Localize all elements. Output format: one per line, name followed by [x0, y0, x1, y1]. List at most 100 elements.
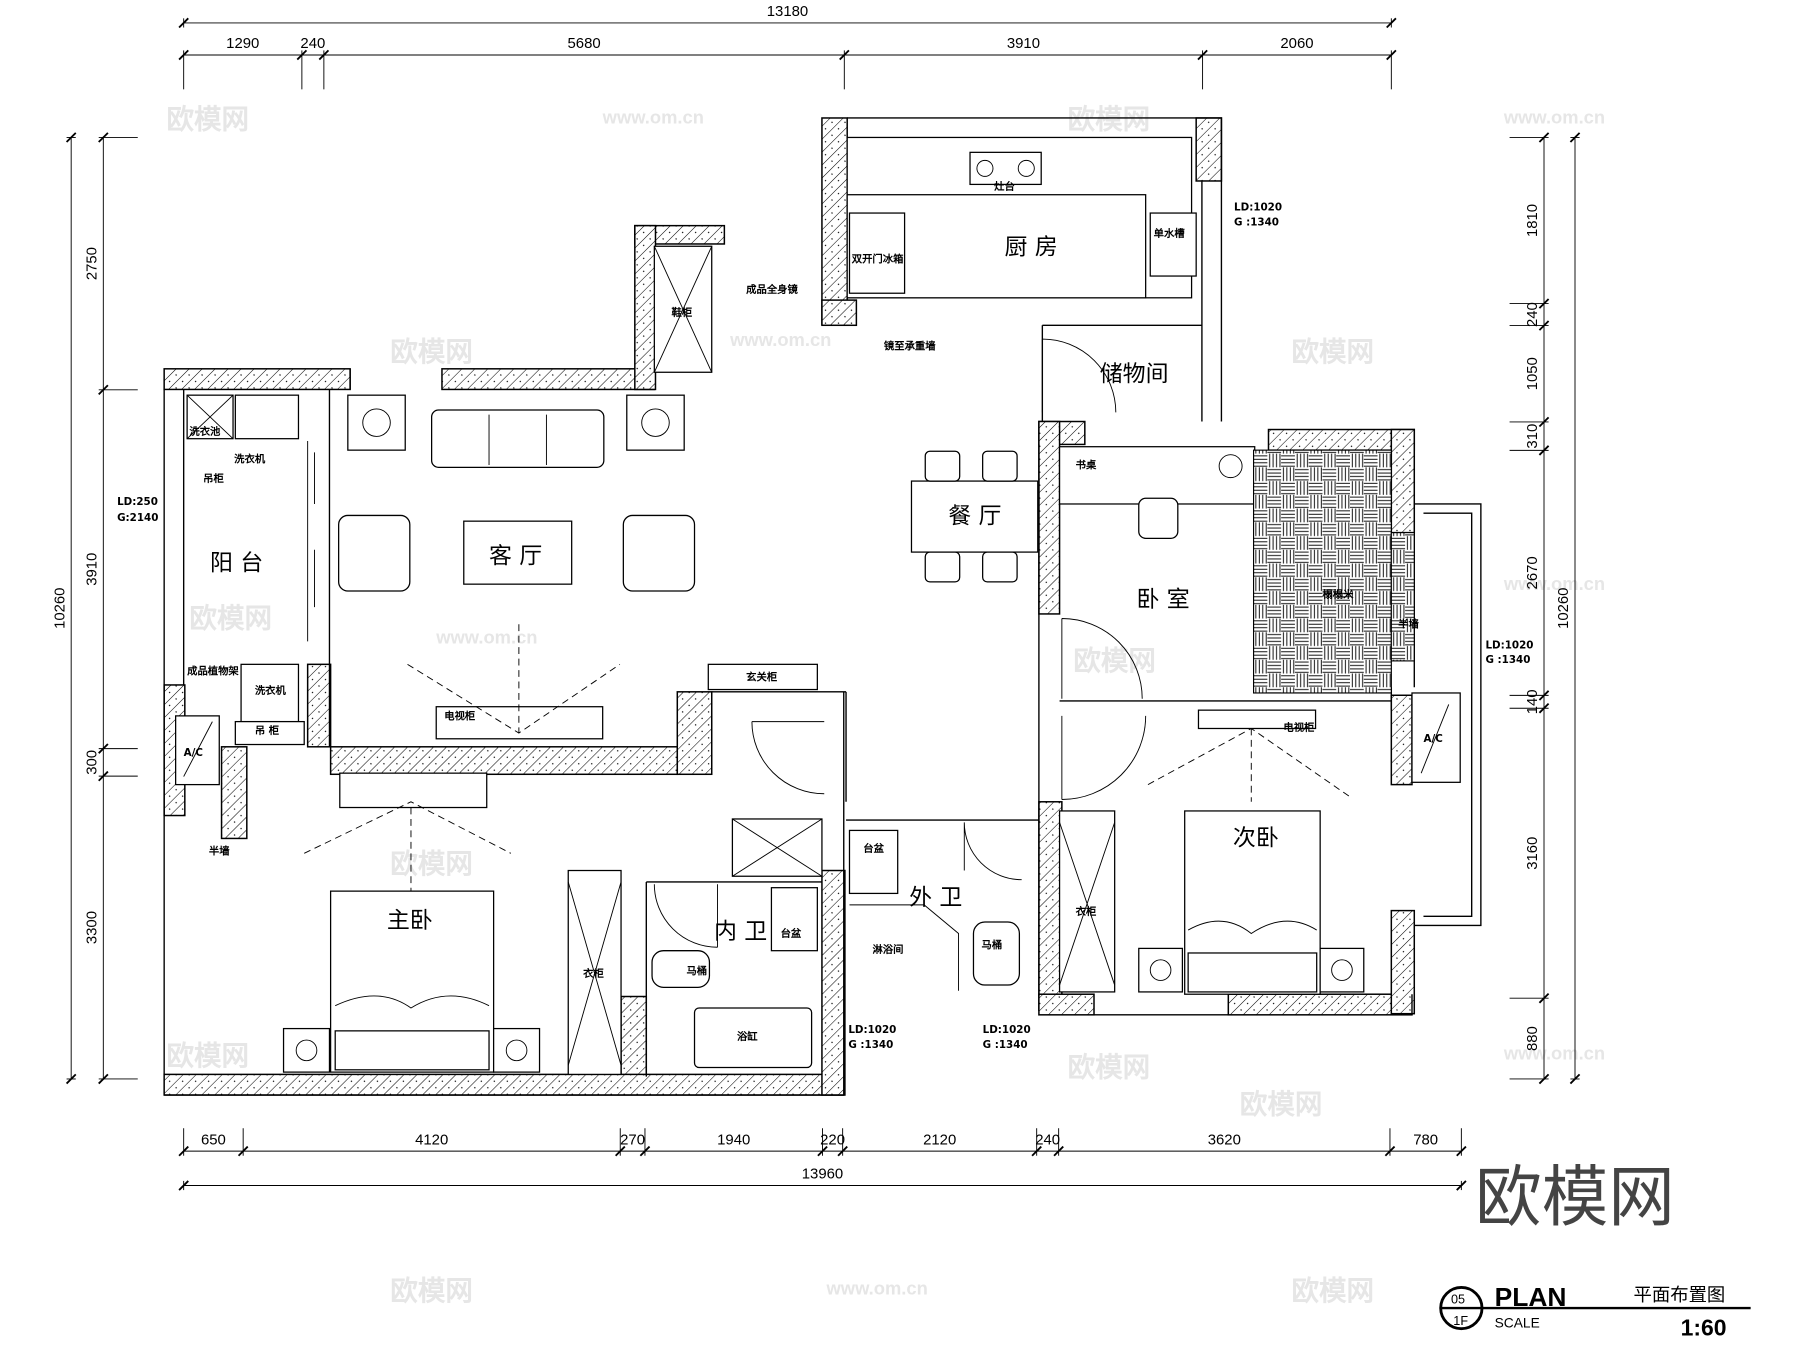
note-ld: LD:250	[117, 496, 158, 508]
label-basin: 台盆	[863, 842, 884, 855]
watermark-brand: 欧模网	[390, 1275, 473, 1307]
dim-left-total-label: 10260	[52, 588, 68, 629]
dim-left-tick-mark	[98, 743, 109, 754]
dim-top-tick-mark	[178, 49, 189, 61]
label-basin: 台盆	[781, 927, 802, 940]
watermark-brand: 欧模网	[1073, 645, 1156, 677]
dim-top-tick-mark	[1386, 49, 1397, 61]
stove-icon	[969, 151, 1042, 186]
watermark-brand: 欧模网	[1291, 1275, 1374, 1307]
dim-right-tick-mark	[1538, 992, 1550, 1004]
brand-logo: 欧模网	[1475, 1158, 1675, 1236]
label-sink: 单水槽	[1154, 227, 1186, 240]
label-washer: 洗衣机	[234, 453, 266, 466]
dim-top-label: 2060	[1280, 36, 1313, 52]
desk	[1058, 446, 1256, 505]
note-g: G :1340	[1485, 654, 1530, 666]
label-hanging-cabinet: 吊柜	[203, 472, 224, 485]
dim-bottom-total-label: 13960	[802, 1167, 843, 1183]
dim-left-tick-mark	[98, 770, 109, 782]
dim-bottom-tick-mark	[178, 1145, 189, 1157]
toilet	[651, 950, 711, 988]
dim-bottom-label: 3620	[1208, 1132, 1241, 1148]
label-shower: 淋浴间	[872, 943, 903, 956]
watermark-brand: 欧模网	[390, 336, 473, 368]
dim-left-label: 300	[84, 750, 100, 775]
dim-bottom-total-tick-mark	[178, 1180, 189, 1191]
dim-right-tick-mark	[1538, 416, 1550, 428]
master-bedroom-furniture	[282, 772, 622, 1076]
sheet-number: 05	[1451, 1292, 1465, 1306]
ac-unit	[1411, 692, 1461, 783]
watermark-url: www.om.cn	[1503, 1043, 1605, 1064]
wardrobe	[1058, 810, 1116, 993]
dim-right-tick-mark	[1538, 132, 1550, 143]
label-toilet: 马桶	[982, 938, 1003, 951]
fixture-labels: 灶台 单水槽 双开门冰箱 成品全身镜 镜至承重墙 鞋柜 洗衣池 洗衣机 吊柜 成…	[184, 180, 1443, 1043]
label-hanging-cabinet: 吊 柜	[255, 724, 280, 737]
room-master-bedroom: 主卧	[387, 908, 433, 934]
label-mirror-wall: 镜至承重墙	[884, 339, 936, 352]
door-height-notes: LD:1020 G :1340 LD:250 G:2140 LD:1020 G …	[117, 202, 1533, 1051]
dim-left-total-tick-mark	[65, 1073, 77, 1085]
room-bathroom: 外 卫	[909, 885, 962, 911]
watermark-brand: 欧模网	[1240, 1088, 1323, 1120]
living-furniture	[338, 394, 818, 740]
dim-right-label: 1810	[1525, 204, 1541, 237]
watermark-url: www.om.cn	[826, 1277, 928, 1298]
dim-left-total-tick-mark	[65, 132, 77, 143]
dim-left-label: 3300	[84, 911, 100, 944]
dim-bottom-tick-mark	[237, 1145, 249, 1157]
label-toilet: 马桶	[686, 965, 707, 978]
note-g: G :1340	[1234, 217, 1279, 229]
walls	[163, 117, 1416, 1096]
dim-right-label: 880	[1525, 1026, 1541, 1051]
second-bedroom-furniture	[1138, 692, 1461, 995]
dim-bottom-label: 240	[1035, 1132, 1060, 1148]
toilet	[972, 921, 1021, 986]
dim-right-label: 1050	[1525, 357, 1541, 390]
tatami	[1252, 449, 1392, 694]
label-half-wall: 半墙	[1398, 618, 1419, 631]
label-shoe-cabinet: 鞋柜	[672, 306, 693, 319]
tv-cabinet	[435, 706, 604, 740]
watermark-brand: 欧模网	[1068, 103, 1151, 135]
note-ld: LD:1020	[1485, 639, 1533, 651]
watermark-url: www.om.cn	[729, 329, 831, 350]
note-ld: LD:1020	[1234, 202, 1282, 214]
dim-right-tick-mark	[1538, 690, 1550, 701]
dim-bottom-tick-mark	[615, 1145, 626, 1157]
dining-table	[910, 480, 1039, 553]
dim-right-label: 240	[1525, 302, 1541, 327]
dim-bottom-tick-mark	[1456, 1145, 1467, 1157]
kitchen-furniture	[653, 136, 1197, 373]
room-ensuite: 内 卫	[714, 919, 767, 945]
dim-top-tick-mark	[1197, 49, 1208, 61]
title-block: 05 1F PLAN SCALE 平面布置图 1:60	[1439, 1282, 1751, 1341]
fridge-icon	[848, 212, 906, 294]
doors	[653, 338, 1147, 948]
bedroom-furniture	[1058, 446, 1415, 694]
dim-top-total-tick-mark	[178, 17, 189, 29]
watermark-brand: 欧模网	[1291, 336, 1374, 368]
plan-title: PLAN	[1495, 1282, 1567, 1312]
label-stove: 灶台	[994, 180, 1015, 193]
note-g: G :1340	[848, 1039, 893, 1051]
dim-left-tick-mark	[98, 132, 109, 143]
scale-label: SCALE	[1495, 1316, 1540, 1331]
label-wardrobe: 衣柜	[583, 967, 604, 980]
dim-bottom-label: 1940	[717, 1132, 750, 1148]
dim-right-label: 310	[1525, 424, 1541, 449]
dim-top-tick-mark	[296, 49, 308, 61]
dim-right-tick-mark	[1538, 703, 1550, 714]
label-ac: A/C	[1423, 733, 1442, 745]
dim-right-tick-mark	[1538, 1073, 1550, 1085]
dim-top-label: 5680	[567, 36, 600, 52]
plan-title-cn: 平面布置图	[1634, 1285, 1726, 1306]
dim-top-label: 3910	[1007, 36, 1040, 52]
dim-right-label: 2670	[1525, 556, 1541, 589]
basin	[848, 829, 899, 895]
dim-bottom-label: 4120	[415, 1132, 448, 1148]
sink-icon	[1149, 212, 1197, 277]
room-kitchen: 厨 房	[1004, 234, 1057, 260]
